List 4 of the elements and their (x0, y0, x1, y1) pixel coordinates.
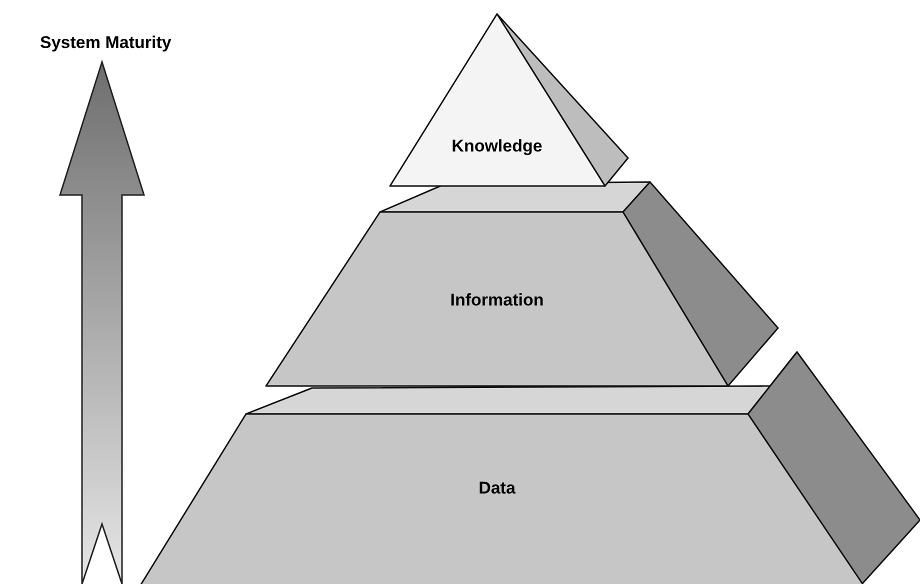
tier-label: Knowledge (452, 135, 542, 158)
axis-label: System Maturity (40, 32, 172, 54)
tier-label: Data (478, 477, 516, 500)
tier-label: Information (450, 289, 544, 312)
